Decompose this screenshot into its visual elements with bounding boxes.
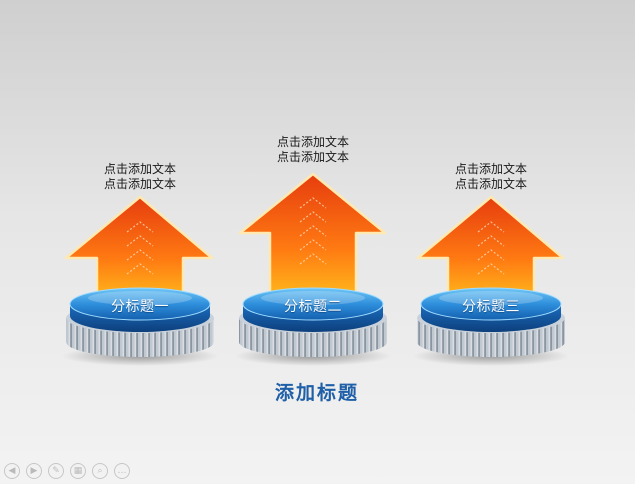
pedestal-3: [413, 287, 569, 366]
pedestal-1: [62, 287, 218, 366]
next-icon[interactable]: ▶: [26, 463, 42, 479]
slide-title: 添加标题: [274, 382, 359, 404]
caption-3: 点击添加文本 点击添加文本: [421, 162, 561, 192]
menu-icon[interactable]: …: [114, 463, 130, 479]
caption-3-line-1: 点击添加文本: [454, 162, 527, 176]
presentation-toolbar: ◀ ▶ ✎ ▦ ⌕ …: [4, 463, 130, 481]
zoom-icon[interactable]: ⌕: [92, 463, 108, 479]
caption-1-line-2: 点击添加文本: [103, 177, 176, 191]
slides-icon[interactable]: ▦: [70, 463, 86, 479]
subtitle-1: 分标题一: [111, 299, 169, 315]
prev-icon[interactable]: ◀: [4, 463, 20, 479]
caption-3-line-2: 点击添加文本: [454, 177, 527, 191]
subtitle-3: 分标题三: [462, 299, 520, 315]
caption-1: 点击添加文本 点击添加文本: [70, 162, 210, 192]
pen-icon[interactable]: ✎: [48, 463, 64, 479]
caption-2: 点击添加文本 点击添加文本: [243, 135, 383, 165]
pedestal-2: [235, 287, 391, 366]
caption-1-line-1: 点击添加文本: [103, 162, 176, 176]
caption-2-line-1: 点击添加文本: [276, 135, 349, 149]
caption-2-line-2: 点击添加文本: [276, 150, 349, 164]
subtitle-2: 分标题二: [284, 299, 342, 315]
